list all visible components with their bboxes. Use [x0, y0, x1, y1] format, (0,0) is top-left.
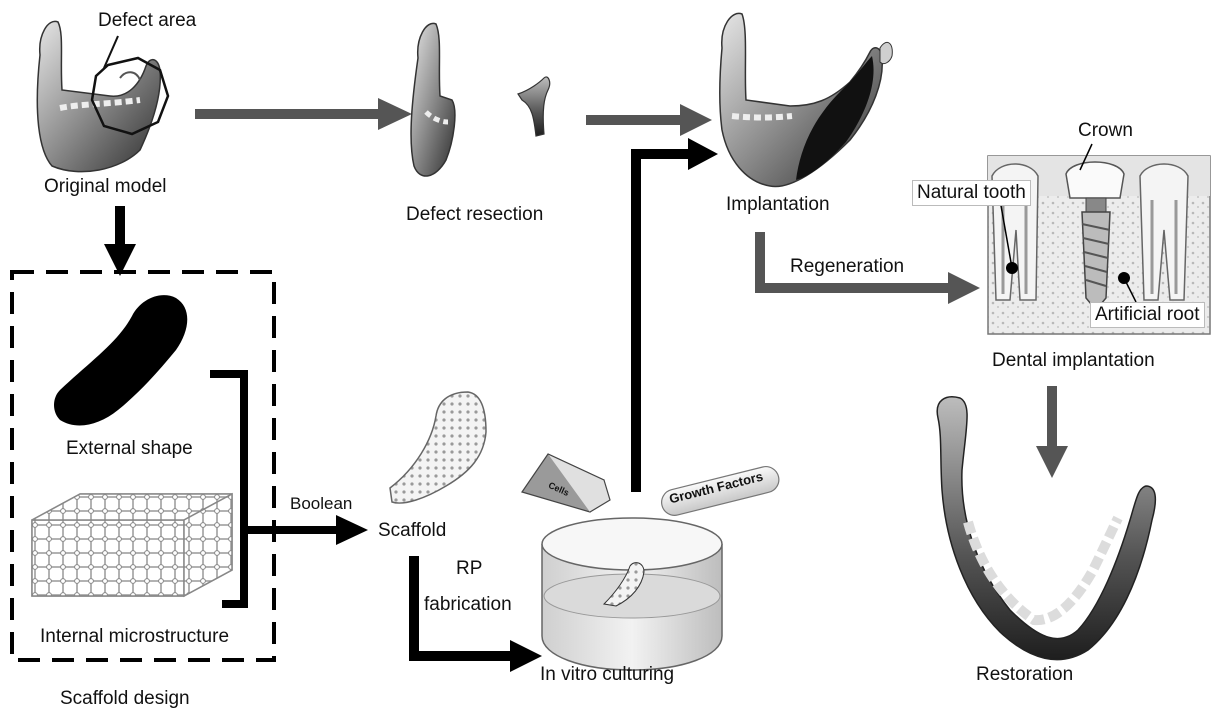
label-in-vitro-culturing: In vitro culturing	[540, 664, 674, 686]
label-external-shape: External shape	[66, 438, 193, 460]
cells-container	[522, 454, 610, 512]
label-defect-resection: Defect resection	[406, 204, 543, 226]
label-natural-tooth: Natural tooth	[912, 180, 1031, 206]
label-original-model: Original model	[44, 176, 167, 198]
label-rp: RP	[456, 558, 482, 580]
resected-jaw	[411, 23, 455, 176]
resected-bone-fragment	[518, 77, 550, 136]
scaffold-mesh	[390, 392, 486, 503]
restoration-jaw	[937, 397, 1155, 660]
arrow-dental-to-restoration	[1036, 446, 1068, 478]
label-defect-area: Defect area	[98, 10, 196, 32]
label-implantation: Implantation	[726, 194, 830, 216]
arrow-rp-fabrication	[510, 640, 542, 672]
internal-microstructure-lattice	[32, 494, 232, 596]
label-internal-microstructure: Internal microstructure	[40, 626, 229, 648]
original-model-jaw	[37, 21, 160, 171]
arrow-original-to-resection	[378, 98, 412, 130]
label-regeneration: Regeneration	[790, 256, 904, 278]
label-scaffold-design: Scaffold design	[60, 688, 190, 710]
label-boolean: Boolean	[290, 494, 352, 514]
label-dental-implantation: Dental implantation	[992, 350, 1155, 372]
label-crown: Crown	[1078, 120, 1133, 142]
arrow-boolean	[336, 515, 368, 545]
arrow-regeneration	[948, 272, 980, 304]
arrow-culturing-to-implantation	[688, 138, 718, 170]
arrow-resection-to-implantation	[680, 104, 712, 136]
external-shape-silhouette	[54, 295, 187, 425]
implantation-jaw	[720, 13, 893, 186]
label-artificial-root: Artificial root	[1090, 302, 1205, 328]
label-fabrication: fabrication	[424, 594, 512, 616]
culture-dish	[542, 518, 722, 670]
label-restoration: Restoration	[976, 664, 1073, 686]
label-scaffold: Scaffold	[378, 520, 446, 542]
